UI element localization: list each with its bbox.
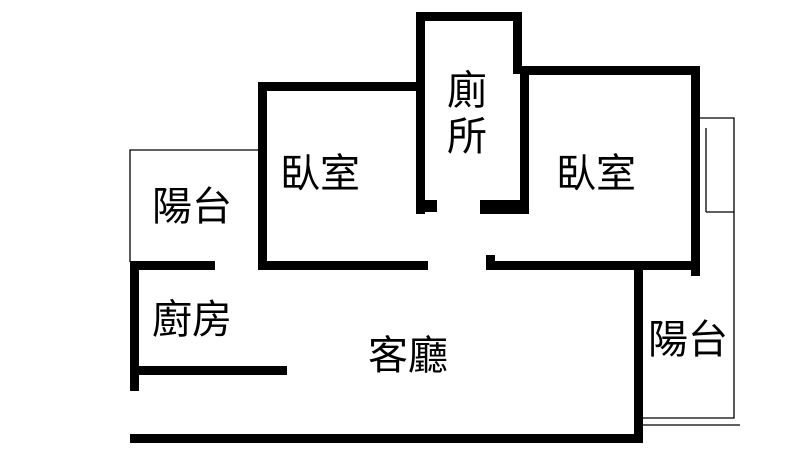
wall-bedroom-left-bottom <box>258 261 428 270</box>
wall-kitchen-top <box>130 261 215 270</box>
wall-bedroom-left-top <box>258 82 420 91</box>
wall-kitchen-left <box>130 261 139 391</box>
wall-bedroom-left-left <box>258 82 267 270</box>
wall-kitchen-bottom <box>130 366 287 375</box>
room-label-balcony-right: 陽台 <box>648 317 728 363</box>
wall-toilet-stub-right <box>480 200 529 214</box>
wall-bottom <box>130 434 643 443</box>
walls <box>130 12 700 443</box>
room-label-kitchen: 廚房 <box>152 297 232 343</box>
room-label-toilet: 廁所 <box>447 68 487 160</box>
wall-toilet-right-upper <box>513 12 522 74</box>
wall-bedroom-right-bottom <box>486 261 700 270</box>
wall-toilet-top <box>416 12 522 21</box>
room-label-balcony-left: 陽台 <box>152 184 232 230</box>
room-label-bedroom-right: 臥室 <box>556 151 636 197</box>
wall-bedroom-right-right <box>691 66 700 276</box>
wall-toilet-left <box>416 12 425 214</box>
left-balcony-outline <box>129 149 262 262</box>
wall-toilet-right <box>520 66 529 214</box>
room-label-bedroom-left: 臥室 <box>280 151 360 197</box>
wall-door-post-right <box>486 255 495 270</box>
wall-living-right <box>634 261 643 443</box>
right-balcony-outline <box>642 117 735 419</box>
wall-bedroom-right-top <box>520 66 700 75</box>
room-label-living-room: 客廳 <box>368 333 448 379</box>
wall-toilet-stub-left <box>425 200 437 212</box>
balcony-outlines <box>129 117 740 426</box>
